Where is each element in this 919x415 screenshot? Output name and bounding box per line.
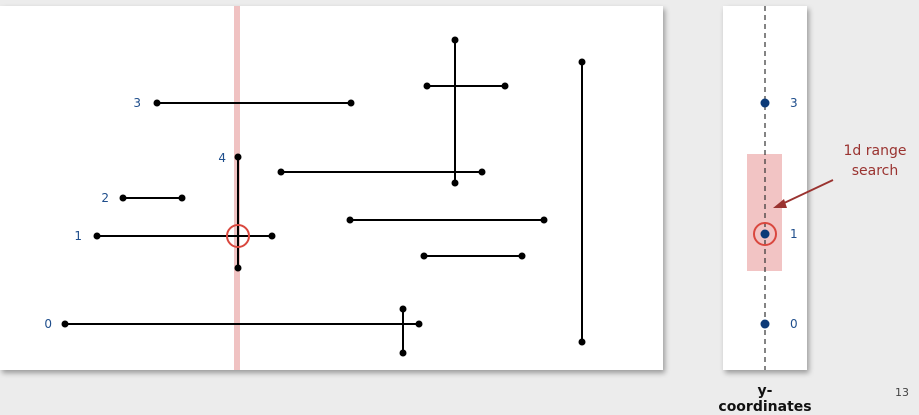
endpoint [420, 252, 428, 260]
label-2: 2 [101, 191, 109, 205]
y-coordinates-caption: y-coordinates [718, 383, 812, 415]
intersection-circle [226, 224, 250, 248]
endpoint [415, 320, 423, 328]
endpoint [234, 264, 242, 272]
label-1: 1 [74, 229, 82, 243]
annotation-line1: 1d range [844, 143, 907, 159]
page-number: 13 [895, 386, 909, 399]
arrow-head-icon [773, 199, 787, 208]
endpoint [346, 216, 354, 224]
endpoint [478, 168, 486, 176]
endpoint [501, 82, 509, 90]
endpoint [153, 99, 161, 107]
endpoint [423, 82, 431, 90]
endpoint [578, 58, 586, 66]
horizontal-segments [65, 85, 544, 325]
endpoint [277, 168, 285, 176]
y-point-0 [760, 319, 770, 329]
vertical-segments [237, 40, 583, 353]
endpoint [451, 179, 459, 187]
segment-endpoints [61, 36, 586, 357]
sweep-line-diagram: 3 4 2 1 0 3 1 0 1d range search [44, 6, 907, 370]
endpoint [119, 194, 127, 202]
label-0: 0 [44, 317, 52, 331]
y-label-1: 1 [790, 227, 798, 241]
endpoint [518, 252, 526, 260]
annotation-arrow [781, 179, 834, 205]
endpoint [451, 36, 459, 44]
endpoint [540, 216, 548, 224]
endpoint [347, 99, 355, 107]
y-label-3: 3 [790, 96, 798, 110]
endpoint [61, 320, 69, 328]
endpoint [399, 305, 407, 313]
y-point-1 [760, 229, 770, 239]
y-point-3 [760, 98, 770, 108]
endpoint [234, 153, 242, 161]
endpoint [268, 232, 276, 240]
endpoint [93, 232, 101, 240]
label-3: 3 [133, 96, 141, 110]
y-point-highlight [753, 222, 777, 246]
main-diagram-panel [0, 6, 663, 370]
label-4: 4 [218, 151, 226, 165]
endpoint [399, 349, 407, 357]
y-label-0: 0 [790, 317, 798, 331]
endpoint [578, 338, 586, 346]
endpoint [178, 194, 186, 202]
annotation-line2: search [852, 163, 899, 179]
